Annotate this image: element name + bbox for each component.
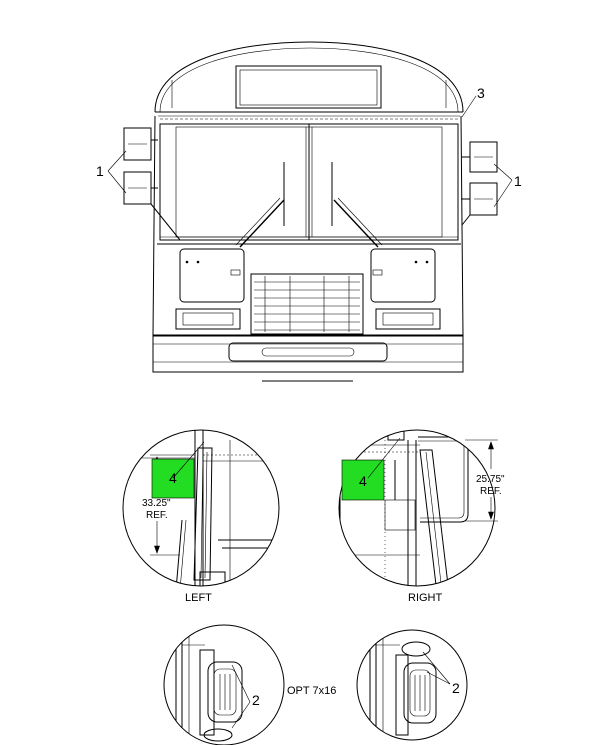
dimension-left-ref: REF. xyxy=(146,510,168,521)
lower-left-detail-view xyxy=(163,624,285,745)
lower-right-detail-view xyxy=(356,629,468,741)
callout-leaders xyxy=(107,95,513,208)
highlight-box-left xyxy=(151,458,195,499)
right-dimension xyxy=(465,439,498,522)
callout-4-right: 4 xyxy=(359,473,367,489)
callout-2-right: 2 xyxy=(452,680,460,696)
caption-left: LEFT xyxy=(185,592,212,604)
right-mirror-assembly xyxy=(461,141,498,226)
dimension-right-ref: REF. xyxy=(480,486,502,497)
dimension-left-value: 33.25" xyxy=(142,498,171,509)
bus-front-view xyxy=(152,41,464,382)
callout-4-left: 4 xyxy=(169,470,177,486)
dimension-right-value: 25.75" xyxy=(476,474,505,485)
callout-3: 3 xyxy=(477,85,485,101)
callout-1-left: 1 xyxy=(96,163,104,179)
left-detail-view xyxy=(122,429,280,587)
right-detail-view xyxy=(338,429,496,587)
callout-1-right: 1 xyxy=(514,173,522,189)
left-mirror-assembly xyxy=(123,127,181,241)
callout-2-left: 2 xyxy=(252,692,260,708)
caption-option: OPT 7x16 xyxy=(287,685,336,697)
caption-right: RIGHT xyxy=(408,592,443,604)
